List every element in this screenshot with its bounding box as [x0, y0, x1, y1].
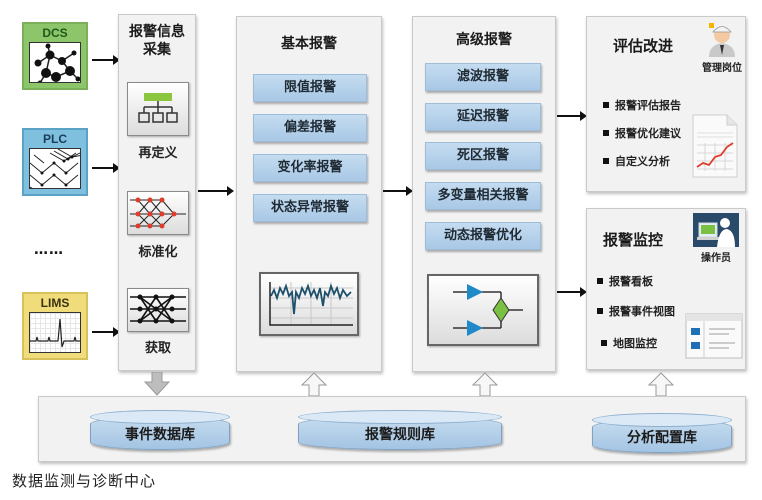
manager-role-label: 管理岗位: [702, 63, 742, 74]
bullet-icon: [601, 340, 607, 346]
bullet-icon: [603, 158, 609, 164]
alarm-rules-database[interactable]: 报警规则库: [298, 410, 502, 450]
collection-title-line2: 采集: [143, 42, 171, 58]
basic-alarm-item-deviation[interactable]: 偏差报警: [253, 114, 367, 142]
mesh-network-icon[interactable]: [127, 288, 189, 332]
basic-alarm-title: 基本报警: [281, 36, 337, 52]
source-dcs-label: DCS: [42, 26, 68, 40]
monitoring-item-map-label: 地图监控: [613, 337, 657, 350]
trend-chart-icon: [259, 272, 359, 336]
advanced-alarm-title: 高级报警: [456, 32, 512, 48]
source-plc-label: PLC: [43, 132, 67, 146]
bullet-icon: [603, 130, 609, 136]
circuit-lines-icon: [29, 148, 81, 189]
neural-network-icon[interactable]: [127, 191, 189, 235]
arrow-collection-to-basic: [198, 186, 234, 196]
alarm-rules-database-label: 报警规则库: [365, 427, 435, 443]
source-dcs[interactable]: DCS: [22, 22, 88, 90]
arrow-rules-db-to-basic: [301, 372, 327, 396]
evaluation-item-custom[interactable]: 自定义分析: [603, 153, 670, 169]
basic-alarm-item-rate[interactable]: 变化率报警: [253, 154, 367, 182]
step-redefine-label: 再定义: [138, 146, 178, 161]
monitoring-item-eventview[interactable]: 报警事件视图: [597, 303, 675, 319]
arrow-basic-to-advanced: [383, 186, 413, 196]
bullet-icon: [597, 278, 603, 284]
collection-title: 报警信息 采集: [119, 23, 195, 59]
advanced-alarm-item-multivariate[interactable]: 多变量相关报警: [425, 182, 541, 210]
advanced-alarm-item-deadband[interactable]: 死区报警: [425, 142, 541, 170]
arrow-config-db-to-monitoring: [648, 372, 674, 396]
advanced-alarm-item-dynamic[interactable]: 动态报警优化: [425, 222, 541, 250]
analysis-config-database-label: 分析配置库: [627, 430, 697, 446]
arrow-lims-to-collection: [92, 327, 120, 337]
sources-ellipsis: ……: [34, 242, 64, 258]
report-chart-icon: [691, 113, 739, 179]
collection-title-line1: 报警信息: [129, 24, 185, 40]
source-lims[interactable]: LIMS: [22, 292, 88, 360]
monitoring-item-dashboard-label: 报警看板: [609, 275, 653, 288]
basic-alarm-panel: 基本报警 限值报警 偏差报警 变化率报警 状态异常报警: [236, 16, 382, 372]
footer-caption: 数据监测与诊断中心: [12, 472, 157, 490]
evaluation-title: 评估改进: [613, 37, 674, 55]
basic-alarm-item-state[interactable]: 状态异常报警: [253, 194, 367, 222]
monitoring-title: 报警监控: [603, 231, 664, 249]
arrow-dcs-to-collection: [92, 55, 120, 65]
advanced-alarm-item-delay[interactable]: 延迟报警: [425, 103, 541, 131]
operator-avatar-icon: [693, 213, 739, 247]
bullet-icon: [603, 102, 609, 108]
window-list-icon: [685, 313, 743, 359]
arrow-collection-to-event-db: [144, 372, 170, 396]
monitoring-item-eventview-label: 报警事件视图: [609, 305, 675, 318]
event-database[interactable]: 事件数据库: [90, 410, 230, 450]
source-plc[interactable]: PLC: [22, 128, 88, 196]
monitoring-item-dashboard[interactable]: 报警看板: [597, 273, 653, 289]
evaluation-item-report[interactable]: 报警评估报告: [603, 97, 681, 113]
evaluation-item-custom-label: 自定义分析: [615, 155, 670, 168]
analysis-config-database[interactable]: 分析配置库: [592, 413, 732, 453]
waveform-graph-icon: [29, 312, 81, 353]
evaluation-item-report-label: 报警评估报告: [615, 99, 681, 112]
monitoring-panel: 报警监控 操作员 报警看板 报警事件视图 地图监控: [586, 208, 746, 370]
step-acquire-label: 获取: [144, 341, 171, 356]
evaluation-panel: 评估改进 管理岗位 报警评估报告 报警优化建议 自定义分析: [586, 16, 746, 192]
arrow-rules-db-to-advanced: [472, 372, 498, 396]
logic-gate-icon: [427, 274, 539, 346]
operator-role-label: 操作员: [701, 253, 731, 264]
advanced-alarm-item-filter[interactable]: 滤波报警: [425, 63, 541, 91]
arrow-plc-to-collection: [92, 163, 120, 173]
basic-alarm-item-limit[interactable]: 限值报警: [253, 74, 367, 102]
monitoring-item-map[interactable]: 地图监控: [601, 335, 657, 351]
advanced-alarm-panel: 高级报警 滤波报警 延迟报警 死区报警 多变量相关报警 动态报警优化: [412, 16, 556, 372]
evaluation-item-optimize-label: 报警优化建议: [615, 127, 681, 140]
arrow-advanced-to-monitoring: [557, 287, 587, 297]
step-standardize-label: 标准化: [138, 245, 178, 260]
source-lims-label: LIMS: [40, 296, 70, 310]
arrow-advanced-to-evaluation: [557, 111, 587, 121]
evaluation-item-optimize[interactable]: 报警优化建议: [603, 125, 681, 141]
event-database-label: 事件数据库: [125, 427, 195, 443]
hierarchy-icon[interactable]: [127, 82, 189, 136]
molecule-network-icon: [29, 42, 81, 83]
collection-panel: 报警信息 采集 再定义: [118, 14, 196, 371]
manager-avatar-icon: [705, 19, 739, 57]
bullet-icon: [597, 308, 603, 314]
